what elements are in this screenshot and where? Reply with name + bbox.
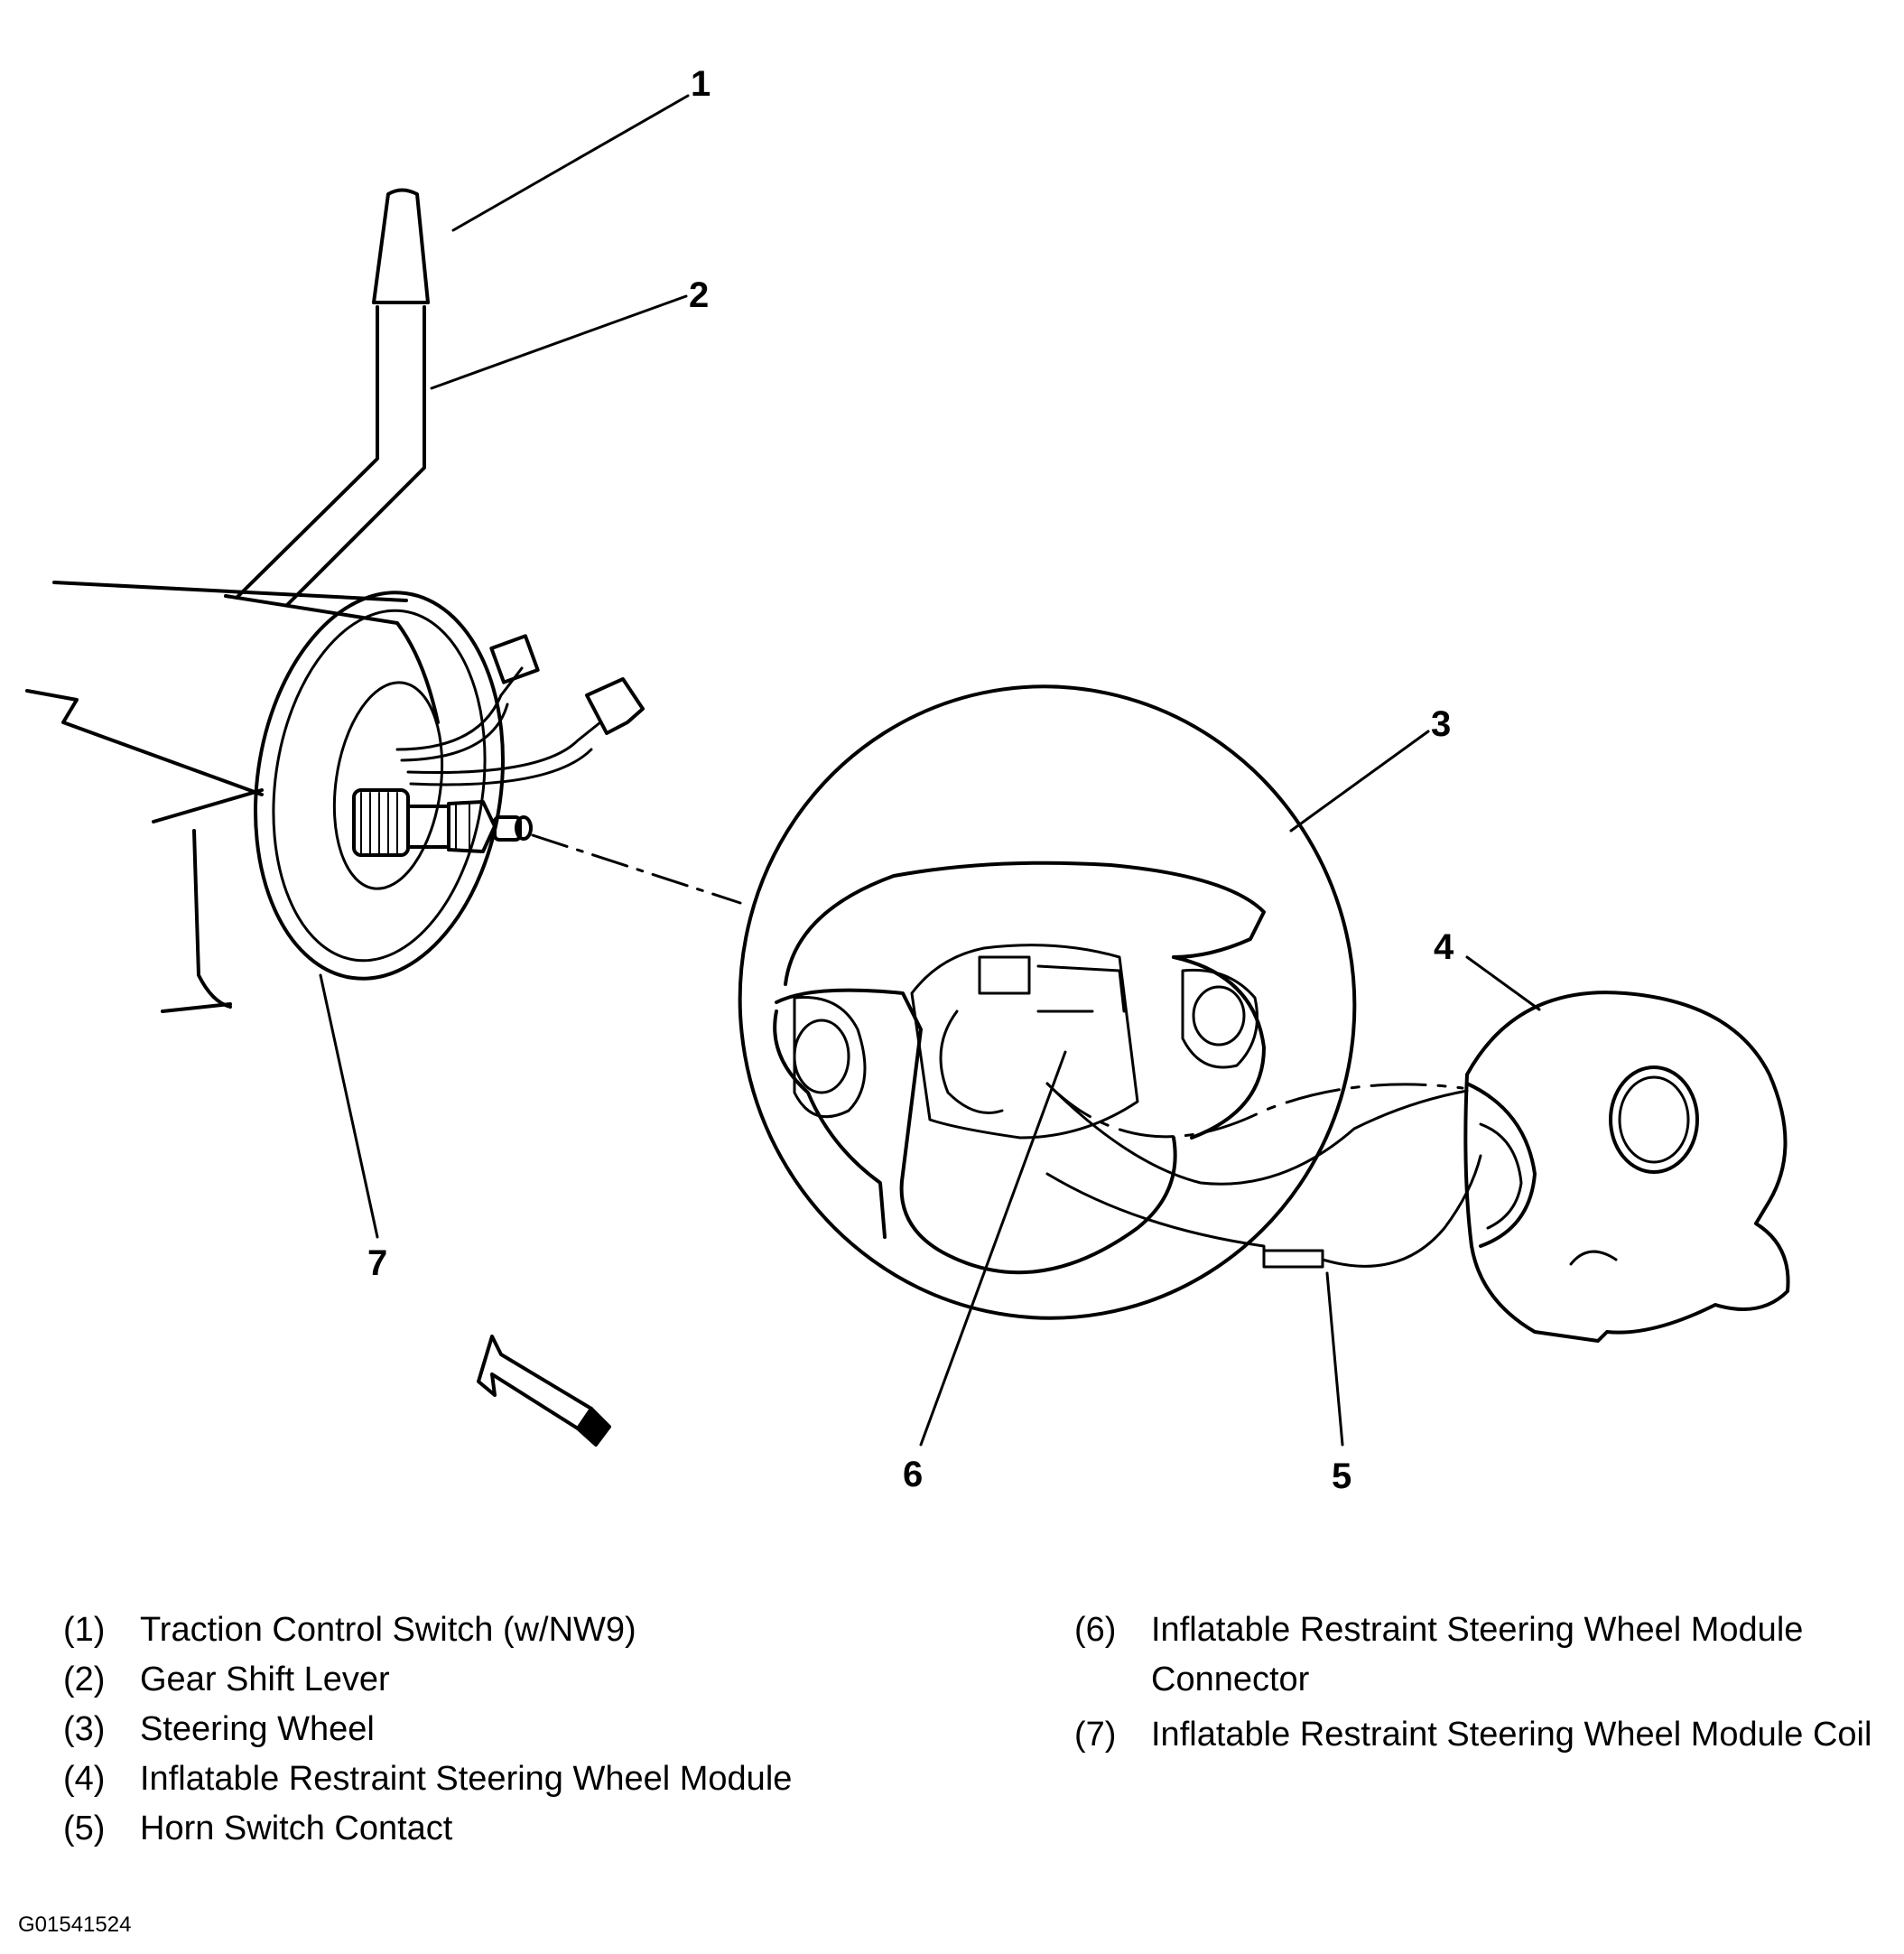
coil-wires-connectors — [395, 634, 645, 786]
legend-number: (5) — [63, 1810, 106, 1847]
callout-5: 5 — [1332, 1456, 1351, 1496]
traction-control-switch — [372, 188, 430, 304]
legend-label: Inflatable Restraint Steering Wheel Modu… — [1151, 1611, 1804, 1698]
view-direction-arrow — [477, 1335, 611, 1447]
shaft-alignment-line — [531, 833, 742, 905]
legend-label: Steering Wheel — [140, 1710, 375, 1748]
steering-wheel — [738, 684, 1357, 1320]
leader-line-5 — [1325, 1271, 1344, 1447]
legend-label: Inflatable Restraint Steering Wheel Modu… — [1151, 1716, 1872, 1754]
legend-label: Horn Switch Contact — [140, 1810, 453, 1847]
legend-item-7: (7) Inflatable Restraint Steering Wheel … — [1074, 1710, 1887, 1760]
leader-lines — [319, 94, 1541, 1447]
legend-label: Inflatable Restraint Steering Wheel Modu… — [140, 1760, 793, 1798]
callout-3: 3 — [1431, 704, 1451, 744]
legend-number: (6) — [1074, 1611, 1117, 1649]
steering-shaft — [352, 788, 533, 857]
callout-2: 2 — [689, 275, 709, 315]
callout-4: 4 — [1434, 927, 1454, 967]
steering-column — [25, 581, 505, 1013]
gear-shift-lever — [235, 305, 426, 607]
legend-number: (1) — [63, 1611, 106, 1649]
leader-line-7 — [319, 973, 379, 1239]
legend-label: Traction Control Switch (w/NW9) — [140, 1611, 636, 1649]
airbag-module — [1463, 991, 1790, 1343]
legend-label: Gear Shift Lever — [140, 1661, 390, 1698]
legend-number: (3) — [63, 1710, 106, 1748]
module-connector-wires — [1045, 1082, 1469, 1186]
legend-left-column: (1) Traction Control Switch (w/NW9) (2) … — [63, 1605, 1020, 1854]
leader-line-1 — [451, 94, 690, 232]
legend-item-4: (4) Inflatable Restraint Steering Wheel … — [63, 1754, 1020, 1804]
steering-wheel-exploded-diagram: 1 2 3 4 5 6 7 — [25, 64, 1790, 1496]
legend-item-1: (1) Traction Control Switch (w/NW9) — [63, 1605, 1020, 1655]
legend-number: (2) — [63, 1661, 106, 1698]
leader-line-6 — [919, 1050, 1067, 1447]
legend-item-2: (2) Gear Shift Lever — [63, 1655, 1020, 1705]
legend-item-5: (5) Horn Switch Contact — [63, 1804, 1020, 1854]
horn-switch-contact — [1045, 1154, 1482, 1269]
legend-item-3: (3) Steering Wheel — [63, 1705, 1020, 1754]
leader-line-3 — [1289, 730, 1430, 833]
legend-item-6: (6) Inflatable Restraint Steering Wheel … — [1074, 1605, 1887, 1705]
callout-7: 7 — [367, 1243, 387, 1283]
legend-right-column: (6) Inflatable Restraint Steering Wheel … — [1074, 1605, 1887, 1765]
leader-line-4 — [1465, 955, 1541, 1011]
callout-6: 6 — [903, 1455, 923, 1494]
figure-id: G01541524 — [18, 1912, 132, 1937]
legend-number: (7) — [1074, 1716, 1117, 1754]
legend-number: (4) — [63, 1760, 106, 1798]
callout-1: 1 — [691, 64, 711, 104]
leader-line-2 — [430, 294, 688, 390]
